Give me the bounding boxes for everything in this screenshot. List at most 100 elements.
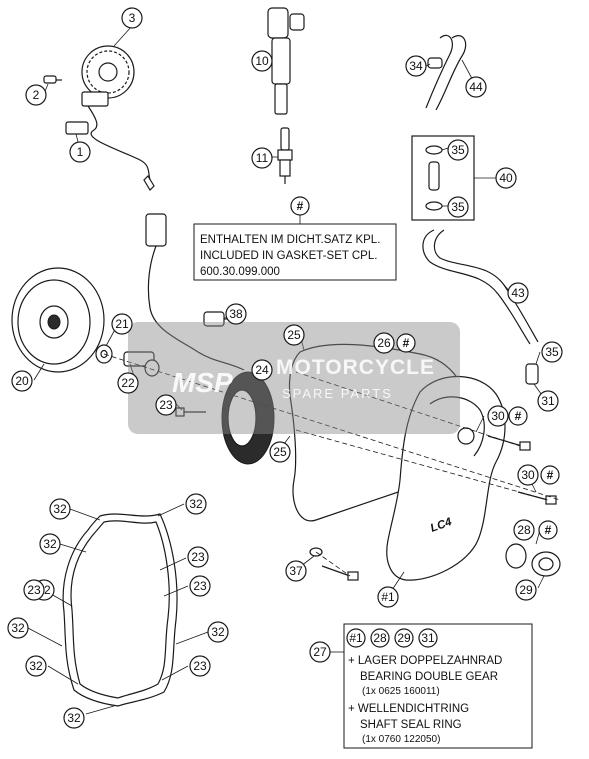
callout-c27: 27 (309, 641, 331, 663)
callout-number: 32 (53, 502, 67, 516)
callout-c32e: 32 (7, 617, 29, 639)
callout-number: 44 (469, 80, 483, 94)
callout-number: 28 (517, 523, 531, 537)
gasket-note-line2: INCLUDED IN GASKET-SET CPL. (200, 250, 377, 262)
callout-c32c: 32 (39, 533, 61, 555)
hash-marker: # (508, 406, 528, 426)
callout-number: 32 (189, 497, 203, 511)
callout-number: 38 (229, 307, 243, 321)
callout-number: 23 (193, 579, 207, 593)
callout-c2: 2 (25, 84, 47, 106)
callout-c31: 31 (537, 390, 559, 412)
hash-symbol: # (297, 199, 304, 213)
bearing-tag-4: 31 (421, 631, 435, 645)
callout-number: 29 (519, 583, 533, 597)
callout-number: 30 (521, 468, 535, 482)
watermark-line2: SPARE PARTS (282, 386, 393, 401)
flywheel-part (11, 267, 105, 373)
callout-c1b: #1 (377, 586, 399, 608)
callout-number: 25 (273, 445, 287, 459)
ignition-coil-part (267, 7, 305, 115)
sensor-cable-part (65, 105, 155, 191)
bearing-note-line4: + WELLENDICHTRING (348, 703, 469, 715)
callout-c25b: 25 (269, 441, 291, 463)
callout-number: 37 (289, 564, 303, 578)
callout-number: 35 (451, 143, 465, 157)
callout-number: 27 (313, 645, 327, 659)
callout-c44: 44 (465, 76, 487, 98)
callout-c35b: 35 (447, 196, 469, 218)
callout-c32h: 32 (207, 621, 229, 643)
callout-c23e: 23 (189, 655, 211, 677)
hash-marker: # (396, 333, 416, 353)
callout-number: 32 (211, 625, 225, 639)
callout-c25a: 25 (283, 324, 305, 346)
spark-plug-part (277, 127, 293, 184)
bearing-note-line3: (1x 0625 160011) (362, 686, 440, 697)
hash-symbol: # (545, 523, 552, 537)
hash-markers: # # # # # (290, 196, 560, 540)
callout-number: 35 (451, 200, 465, 214)
callout-c3: 3 (121, 7, 143, 29)
hash-symbol: # (515, 409, 522, 423)
callout-c34: 34 (405, 55, 427, 77)
callout-c35c: 35 (541, 341, 563, 363)
lower-bolt-part (309, 547, 359, 581)
callout-number: 34 (409, 59, 423, 73)
callout-c23c: 23 (189, 575, 211, 597)
callout-number: 20 (15, 374, 29, 388)
callout-c28: 28 (513, 519, 535, 541)
gasket-note-line3: 600.30.099.000 (200, 266, 280, 278)
breather-hose-right-part (422, 229, 539, 385)
cover-gasket-part (288, 343, 471, 522)
callout-c26: 26 (373, 332, 395, 354)
crankcase-gasket-part (62, 513, 178, 707)
callout-number: 11 (256, 151, 269, 165)
callout-number: 2 (33, 88, 40, 102)
callout-number: 23 (27, 583, 41, 597)
bearing-note-line1: + LAGER DOPPELZAHNRAD (348, 655, 502, 667)
hash-symbol: # (547, 468, 554, 482)
callout-c38: 38 (225, 303, 247, 325)
callout-c32a: 32 (49, 498, 71, 520)
callout-number: 21 (115, 317, 129, 331)
callout-c24: 24 (251, 359, 273, 381)
callout-number: 32 (43, 537, 57, 551)
hash-marker: # (538, 520, 558, 540)
callout-number: 32 (11, 621, 25, 635)
callout-c37: 37 (285, 560, 307, 582)
callout-number: 22 (121, 376, 135, 390)
breather-hose-top-part (425, 34, 467, 111)
callout-number: 23 (191, 550, 205, 564)
callout-c10: 10 (251, 50, 273, 72)
callout-c23d: 23 (23, 579, 45, 601)
bearing-note-line5: SHAFT SEAL RING (360, 719, 462, 731)
bearing-note-line2: BEARING DOUBLE GEAR (360, 671, 498, 683)
callout-number: 32 (29, 659, 43, 673)
callout-number: 26 (377, 336, 391, 350)
callout-number: 1 (77, 145, 84, 159)
callout-c23b: 23 (187, 546, 209, 568)
callout-c20: 20 (11, 370, 33, 392)
callout-number: 43 (511, 286, 525, 300)
callout-number: 10 (255, 54, 269, 68)
callout-c30b: 30 (517, 464, 539, 486)
connector-part (203, 311, 232, 327)
ignition-cover-part: LC4 (386, 375, 506, 581)
callout-number: 24 (255, 363, 269, 377)
plug-part (531, 551, 561, 577)
callout-number: #1 (381, 590, 395, 604)
hash-marker: # (540, 465, 560, 485)
callout-c40: 40 (495, 167, 517, 189)
callout-c32b: 32 (185, 493, 207, 515)
callout-number: 31 (541, 394, 555, 408)
gasket-note-box: ENTHALTEN IM DICHT.SATZ KPL. INCLUDED IN… (193, 223, 397, 281)
bearing-note-box: #1 28 29 31 + LAGER DOPPELZAHNRAD BEARIN… (343, 623, 533, 749)
callout-number: 23 (159, 398, 173, 412)
callout-c29: 29 (515, 579, 537, 601)
hash-marker: # (290, 196, 310, 216)
seal-ring-part (505, 543, 527, 569)
assembly-lines (103, 353, 561, 577)
